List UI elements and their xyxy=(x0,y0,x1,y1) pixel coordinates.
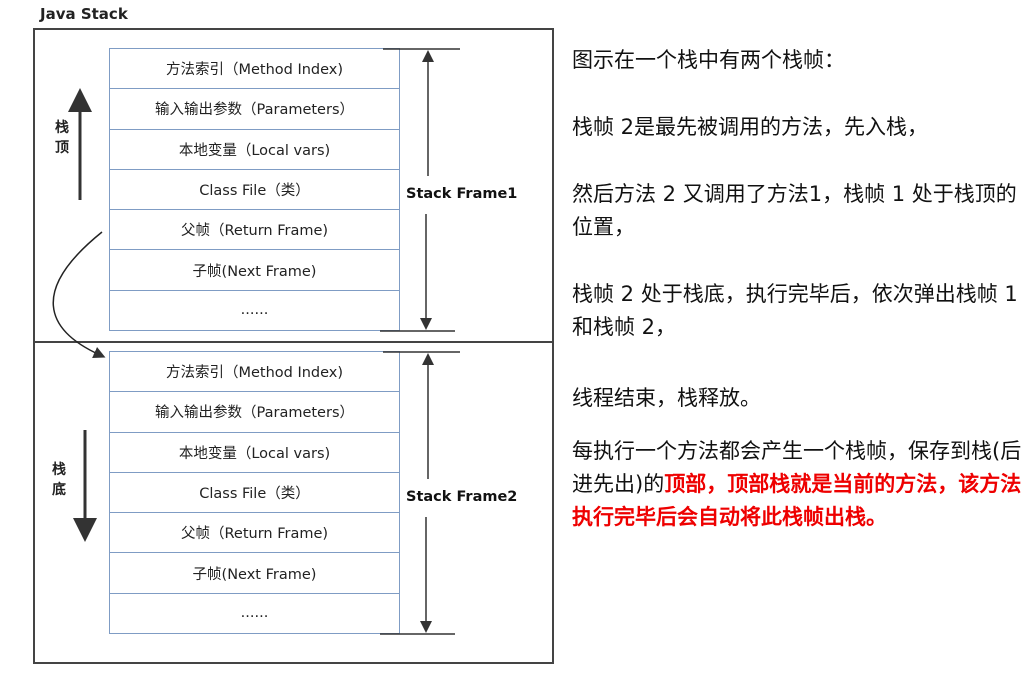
stack-frame2-label: Stack Frame2 xyxy=(406,489,518,505)
frame-row: 本地变量（Local vars) xyxy=(110,433,399,473)
java-stack-box xyxy=(33,28,554,664)
explanation-p3: 然后方法 2 又调用了方法1，栈帧 1 处于栈顶的位置， xyxy=(572,182,1017,239)
explanation-p6-highlight: 顶部，顶部栈就是当前的方法，该方法执行完毕后会自动将此栈帧出栈。 xyxy=(572,472,1022,529)
frame-row: 父帧（Return Frame) xyxy=(110,210,399,251)
frame-row: 本地变量（Local vars) xyxy=(110,130,399,170)
frame-row: 方法索引（Method Index) xyxy=(110,352,399,393)
frame-row: 输入输出参数（Parameters） xyxy=(110,392,399,433)
frame2-bracket xyxy=(380,351,460,635)
frame-row: ...... xyxy=(240,302,269,319)
explanation-text: 图示在一个栈中有两个栈帧： 栈帧 2是最先被调用的方法，先入栈， 然后方法 2 … xyxy=(572,44,1027,534)
stack-frame1-label: Stack Frame1 xyxy=(406,186,518,202)
frame1-bracket xyxy=(380,48,460,332)
explanation-p5: 线程结束，栈释放。 xyxy=(572,386,761,410)
stack-bottom-label: 栈底 xyxy=(52,462,66,498)
frame-row: Class File（类） xyxy=(110,170,399,211)
frame-row: 方法索引（Method Index) xyxy=(110,49,399,90)
frame-row: 输入输出参数（Parameters） xyxy=(110,89,399,130)
frame-divider xyxy=(33,341,552,343)
frame-row: 子帧(Next Frame) xyxy=(110,250,399,291)
return-frame-curve-arrow xyxy=(52,231,106,358)
diagram-title: Java Stack xyxy=(40,5,128,23)
explanation-p2: 栈帧 2是最先被调用的方法，先入栈， xyxy=(572,115,929,139)
explanation-p1: 图示在一个栈中有两个栈帧： xyxy=(572,48,845,72)
frame-row: 父帧（Return Frame) xyxy=(110,513,399,554)
explanation-p6-normal: 每执行一个方法都会产生一个栈帧，保存到栈(后进先出)的 xyxy=(572,439,1022,496)
frame-row: 子帧(Next Frame) xyxy=(110,553,399,594)
frame-row: Class File（类） xyxy=(110,473,399,514)
stack-top-label: 栈顶 xyxy=(55,120,69,156)
explanation-p4: 栈帧 2 处于栈底，执行完毕后，依次弹出栈帧 1和栈帧 2， xyxy=(572,282,1018,339)
frame-row: ...... xyxy=(240,605,269,622)
stack-frame1-table: 方法索引（Method Index)输入输出参数（Parameters）本地变量… xyxy=(109,48,400,332)
stack-frame2-table: 方法索引（Method Index)输入输出参数（Parameters）本地变量… xyxy=(109,351,400,635)
explanation-p6: 每执行一个方法都会产生一个栈帧，保存到栈(后进先出)的顶部，顶部栈就是当前的方法… xyxy=(572,435,1027,534)
